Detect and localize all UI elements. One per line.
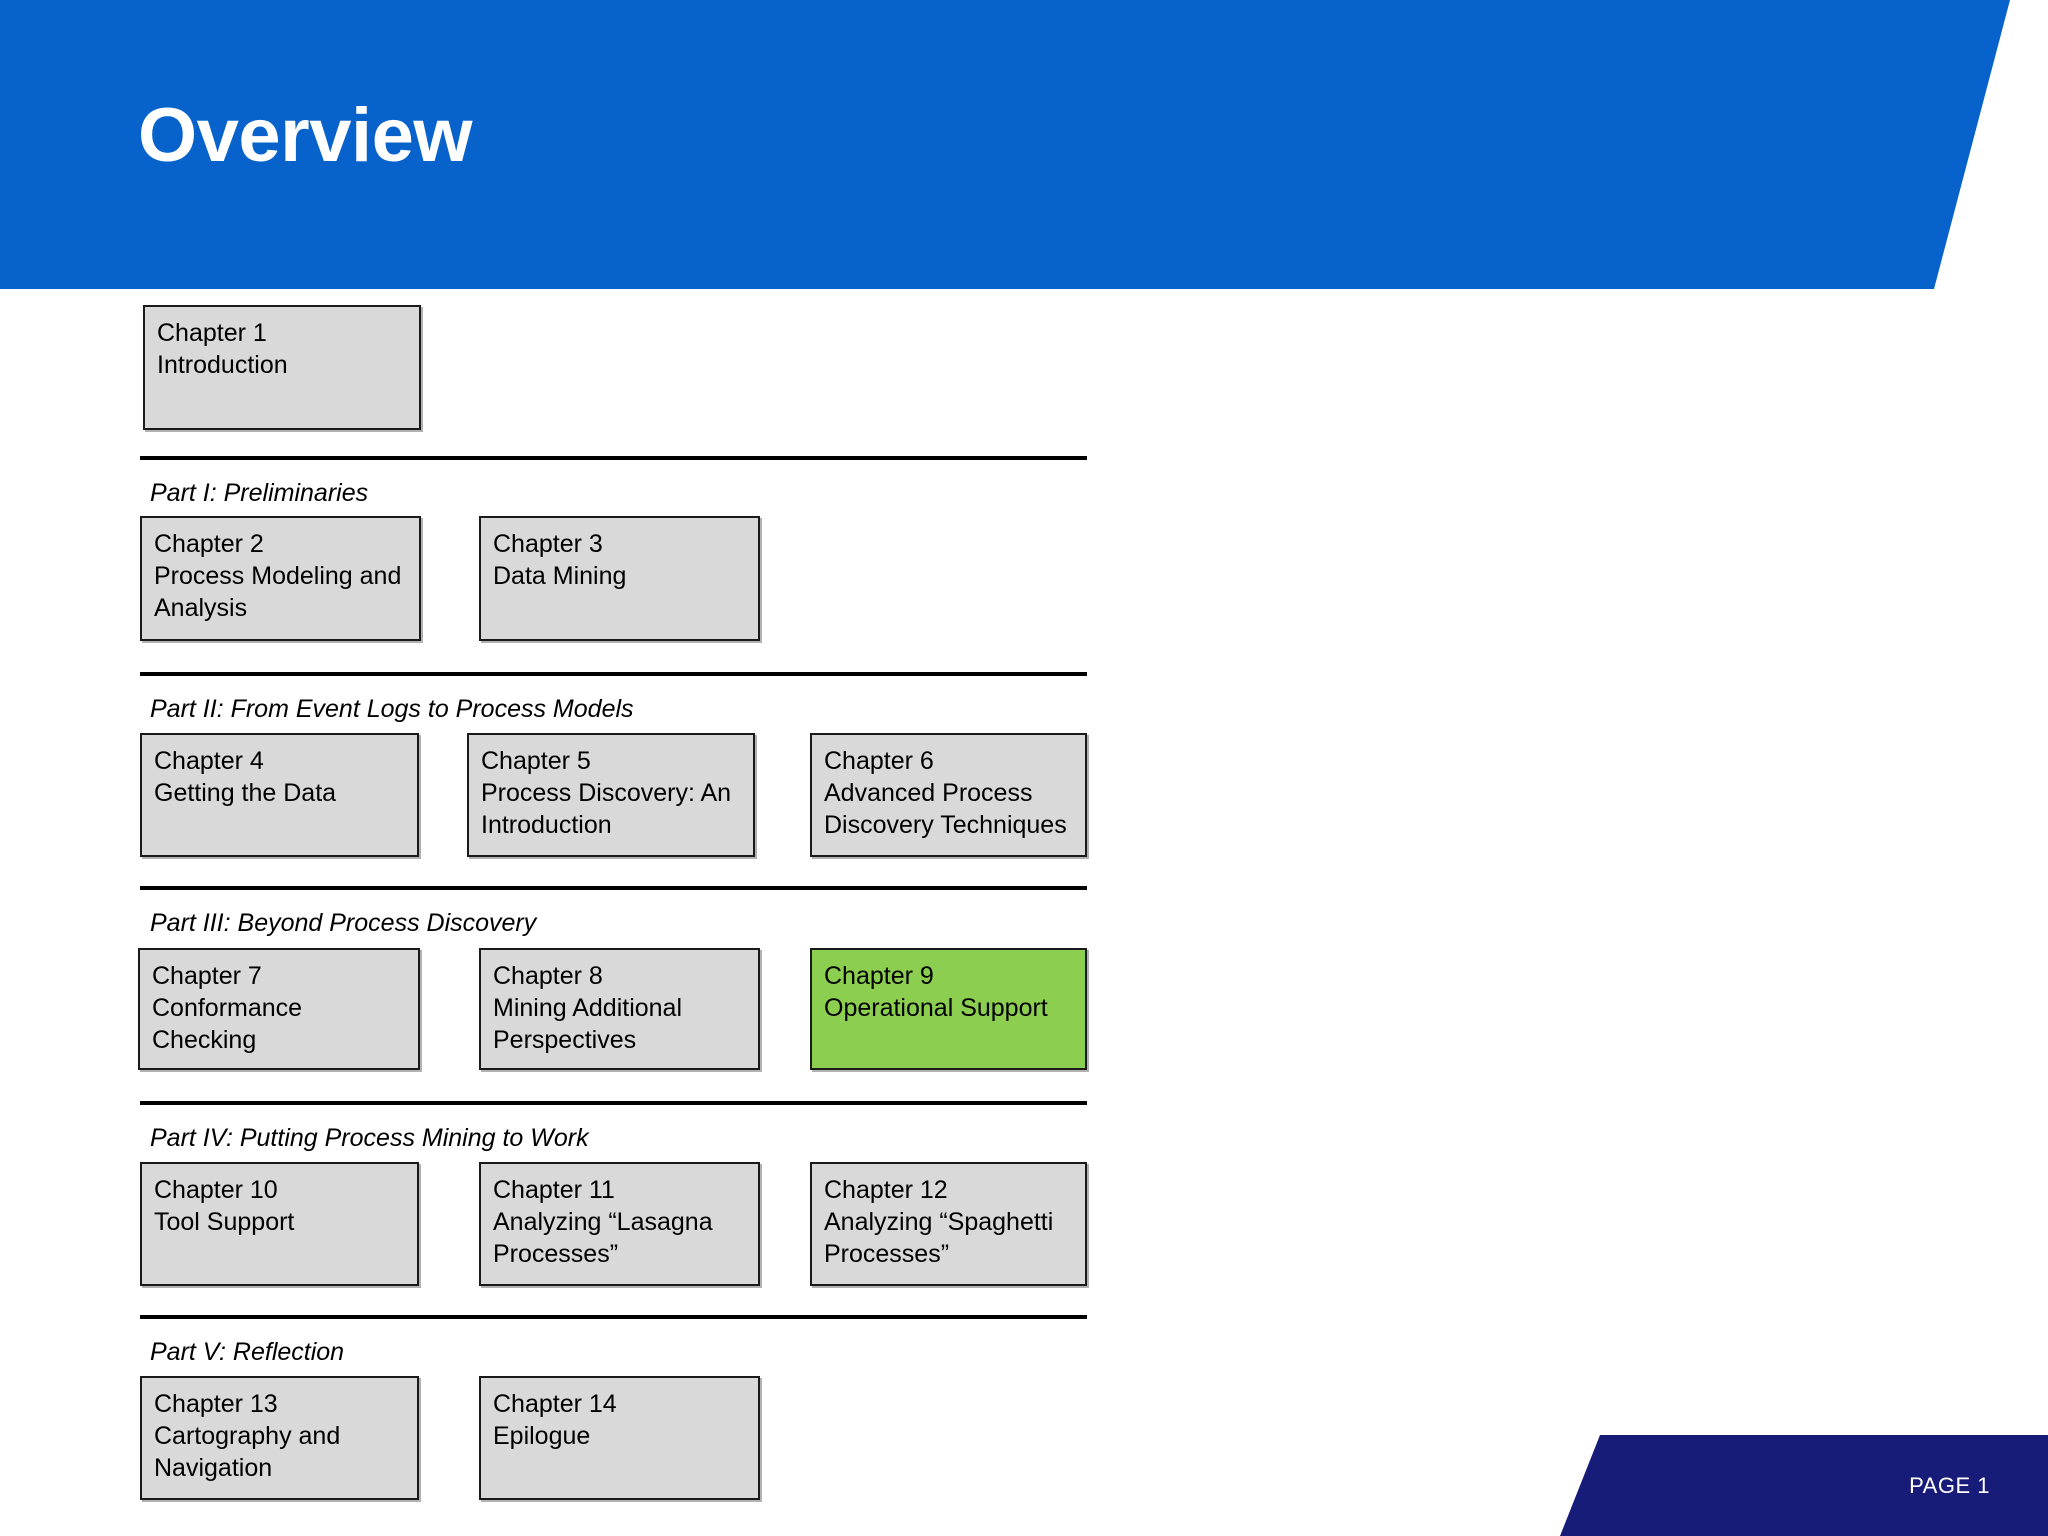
header-banner: Overview bbox=[0, 0, 2010, 289]
chapter-line-number: Chapter 9 bbox=[824, 962, 934, 990]
chapter-line-title: Introduction bbox=[157, 351, 288, 379]
chapter-line-title: Tool Support bbox=[154, 1208, 295, 1236]
part-label-4: Part IV: Putting Process Mining to Work bbox=[150, 1124, 589, 1152]
chapter-line-number: Chapter 11 bbox=[493, 1176, 615, 1204]
chapter-line-number: Chapter 7 bbox=[152, 962, 262, 990]
chapter-line-number: Chapter 6 bbox=[824, 747, 934, 775]
part-divider bbox=[140, 1315, 1087, 1319]
chapter-line-title: Advanced Process bbox=[824, 779, 1033, 807]
chapter-line-title-cont: Perspectives bbox=[493, 1026, 637, 1054]
part-divider bbox=[140, 456, 1087, 460]
chapter-line-number: Chapter 4 bbox=[154, 747, 264, 775]
chapter-line-title-cont: Checking bbox=[152, 1026, 257, 1054]
part-label-3: Part III: Beyond Process Discovery bbox=[150, 909, 537, 937]
chapter-box-11[interactable]: Chapter 11 Analyzing “Lasagna Processes” bbox=[479, 1162, 760, 1286]
chapter-line-title-cont: Analysis bbox=[154, 594, 248, 622]
part-divider bbox=[140, 886, 1087, 890]
chapter-line-number: Chapter 10 bbox=[154, 1176, 278, 1204]
part-label-1: Part I: Preliminaries bbox=[150, 479, 369, 507]
chapter-box-14[interactable]: Chapter 14 Epilogue bbox=[479, 1376, 760, 1500]
chapter-line-number: Chapter 8 bbox=[493, 962, 603, 990]
chapter-box-7[interactable]: Chapter 7 Conformance Checking bbox=[138, 948, 420, 1070]
chapter-box-10[interactable]: Chapter 10 Tool Support bbox=[140, 1162, 419, 1286]
chapter-line-number: Chapter 12 bbox=[824, 1176, 948, 1204]
chapter-line-title: Mining Additional bbox=[493, 994, 683, 1022]
part-label-5: Part V: Reflection bbox=[150, 1338, 345, 1366]
chapter-line-title-cont: Discovery Techniques bbox=[824, 811, 1067, 839]
chapter-line-number: Chapter 2 bbox=[154, 530, 264, 558]
chapter-line-title-cont: Navigation bbox=[154, 1454, 273, 1482]
chapter-line-title: Cartography and bbox=[154, 1422, 341, 1450]
chapter-line-title-cont: Processes” bbox=[493, 1240, 619, 1268]
chapter-line-number: Chapter 14 bbox=[493, 1390, 617, 1418]
chapter-line-title: Process Discovery: An bbox=[481, 779, 732, 807]
chapter-line-number: Chapter 13 bbox=[154, 1390, 278, 1418]
part-divider bbox=[140, 1101, 1087, 1105]
chapter-box-13[interactable]: Chapter 13 Cartography and Navigation bbox=[140, 1376, 419, 1500]
chapter-box-3[interactable]: Chapter 3 Data Mining bbox=[479, 516, 760, 641]
chapter-line-title: Getting the Data bbox=[154, 779, 337, 807]
chapter-box-12[interactable]: Chapter 12 Analyzing “Spaghetti Processe… bbox=[810, 1162, 1087, 1286]
chapter-box-5[interactable]: Chapter 5 Process Discovery: An Introduc… bbox=[467, 733, 755, 857]
part-label-2: Part II: From Event Logs to Process Mode… bbox=[150, 695, 634, 723]
chapter-box-intro[interactable]: Chapter 1 Introduction bbox=[143, 305, 421, 430]
chapter-box-6[interactable]: Chapter 6 Advanced Process Discovery Tec… bbox=[810, 733, 1087, 857]
chapter-line-number: Chapter 5 bbox=[481, 747, 591, 775]
chapter-line-title: Analyzing “Lasagna bbox=[493, 1208, 713, 1236]
chapter-line-title-cont: Processes” bbox=[824, 1240, 950, 1268]
chapter-line-title: Epilogue bbox=[493, 1422, 591, 1450]
page-badge: PAGE 1 bbox=[1560, 1435, 2048, 1536]
chapter-box-2[interactable]: Chapter 2 Process Modeling and Analysis bbox=[140, 516, 421, 641]
chapter-line-title: Analyzing “Spaghetti bbox=[824, 1208, 1054, 1236]
chapter-box-8[interactable]: Chapter 8 Mining Additional Perspectives bbox=[479, 948, 760, 1070]
page-title: Overview bbox=[138, 93, 473, 178]
part-divider bbox=[140, 672, 1087, 676]
chapter-line-number: Chapter 1 bbox=[157, 319, 267, 347]
chapter-line-title: Process Modeling and bbox=[154, 562, 402, 590]
chapter-line-title: Conformance bbox=[152, 994, 303, 1022]
chapter-box-9[interactable]: Chapter 9 Operational Support bbox=[810, 948, 1087, 1070]
chapter-line-title-cont: Introduction bbox=[481, 811, 612, 839]
page-number-label: PAGE 1 bbox=[1909, 1473, 1990, 1498]
chapter-line-number: Chapter 3 bbox=[493, 530, 603, 558]
chapter-box-4[interactable]: Chapter 4 Getting the Data bbox=[140, 733, 419, 857]
chapter-line-title: Operational Support bbox=[824, 994, 1048, 1022]
chapter-line-title: Data Mining bbox=[493, 562, 627, 590]
slide-content: Chapter 1 Introduction Part I: Prelimina… bbox=[0, 289, 2048, 1536]
